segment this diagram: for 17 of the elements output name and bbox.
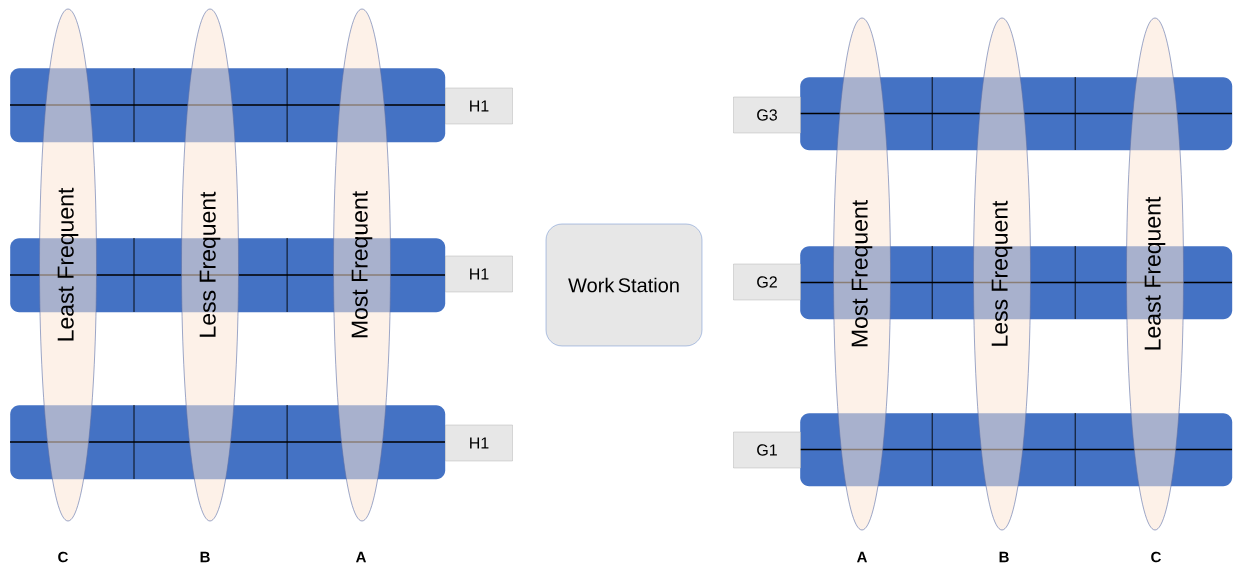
tag-label: H1: [445, 87, 513, 125]
tag-label: H1: [445, 255, 513, 293]
column-label: A: [355, 551, 366, 563]
column-label: B: [999, 551, 1009, 563]
tag-label: G2: [733, 263, 801, 301]
tag-label: G3: [733, 96, 801, 134]
tag-label: G1: [733, 431, 801, 469]
rack-drawing: [799, 76, 1233, 151]
rack-drawing: [799, 412, 1233, 487]
rack-drawing: [9, 67, 446, 143]
column-label: B: [200, 551, 210, 563]
column-label: C: [1151, 551, 1161, 563]
tag-label: H1: [445, 424, 513, 462]
column-label: A: [856, 551, 867, 563]
work-station-box: Work Station: [545, 223, 703, 347]
rack-drawing: [9, 404, 446, 480]
column-label: C: [58, 551, 68, 563]
